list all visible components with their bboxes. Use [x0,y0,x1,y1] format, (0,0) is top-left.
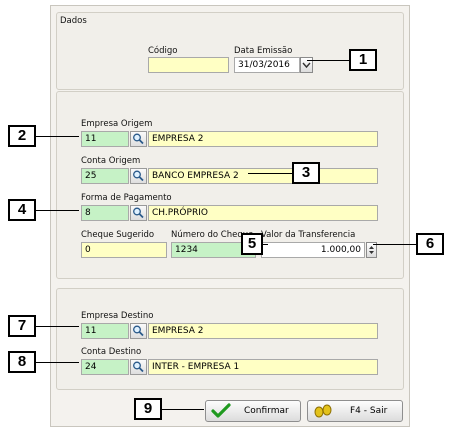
conta-origem-label: Conta Origem [81,156,141,166]
empresa-origem-lookup-button[interactable] [130,131,147,147]
data-emissao-field[interactable]: 31/03/2016 [234,57,300,73]
callout-line-4 [35,210,79,211]
empresa-origem-code[interactable]: 11 [81,131,129,147]
callout-8: 8 [8,351,36,373]
numero-cheque-label: Número do Cheque [171,230,254,240]
callout-line-6 [373,244,416,245]
empresa-destino-code[interactable]: 11 [81,323,129,339]
callout-5: 5 [241,233,263,255]
empresa-destino-label: Empresa Destino [81,311,154,321]
search-icon [133,325,144,337]
callout-3: 3 [292,162,320,184]
callout-line-9 [162,409,204,410]
forma-pagamento-label: Forma de Pagamento [81,193,172,203]
valor-spin-button[interactable] [366,242,377,258]
callout-line-2 [35,136,79,137]
callout-4: 4 [8,199,36,221]
dados-title: Dados [60,16,87,26]
empresa-destino-lookup-button[interactable] [130,323,147,339]
conta-destino-name: INTER - EMPRESA 1 [148,359,378,375]
conta-destino-lookup-button[interactable] [130,359,147,375]
check-icon [211,403,231,418]
search-icon [133,170,144,182]
callout-line-3 [248,173,293,174]
search-icon [133,361,144,373]
exit-icon [314,404,332,418]
conta-destino-code[interactable]: 24 [81,359,129,375]
forma-pagamento-name: CH.PRÓPRIO [148,205,378,221]
callout-6: 6 [416,233,444,255]
valor-transferencia-field[interactable]: 1.000,00 [261,242,365,258]
chevron-down-icon [302,62,311,69]
cheque-sugerido-field[interactable]: 0 [81,242,167,258]
valor-transferencia-label: Valor da Transferencia [261,230,356,240]
search-icon [133,133,144,145]
confirmar-label: Confirmar [244,406,289,416]
spin-arrows-icon [369,246,374,254]
conta-origem-code[interactable]: 25 [81,168,129,184]
conta-origem-name: BANCO EMPRESA 2 [148,168,378,184]
callout-line-8 [35,362,79,363]
origem-group: Empresa Origem 11 EMPRESA 2 Conta Origem… [56,91,404,279]
forma-pagamento-code[interactable]: 8 [81,205,129,221]
search-icon [133,207,144,219]
forma-pagamento-lookup-button[interactable] [130,205,147,221]
empresa-origem-label: Empresa Origem [81,119,153,129]
callout-line-7 [35,326,79,327]
codigo-label: Código [148,46,178,56]
transfer-window: Dados Código Data Emissão 31/03/2016 Emp… [50,5,410,427]
dados-group: Dados Código Data Emissão 31/03/2016 [56,12,404,90]
callout-line-1 [307,60,350,61]
data-emissao-label: Data Emissão [234,46,293,56]
callout-line-5 [262,244,268,245]
cheque-sugerido-label: Cheque Sugerido [81,230,155,240]
callout-2: 2 [8,125,36,147]
callout-1: 1 [349,49,377,71]
sair-label: F4 - Sair [350,406,388,416]
destino-group: Empresa Destino 11 EMPRESA 2 Conta Desti… [56,288,404,390]
confirmar-button[interactable]: Confirmar [205,400,301,422]
callout-9: 9 [134,398,162,420]
conta-origem-lookup-button[interactable] [130,168,147,184]
date-dropdown-button[interactable] [300,57,313,73]
sair-button[interactable]: F4 - Sair [307,400,403,422]
conta-destino-label: Conta Destino [81,347,142,357]
empresa-origem-name: EMPRESA 2 [148,131,378,147]
empresa-destino-name: EMPRESA 2 [148,323,378,339]
callout-7: 7 [8,315,36,337]
codigo-field[interactable] [148,57,229,73]
